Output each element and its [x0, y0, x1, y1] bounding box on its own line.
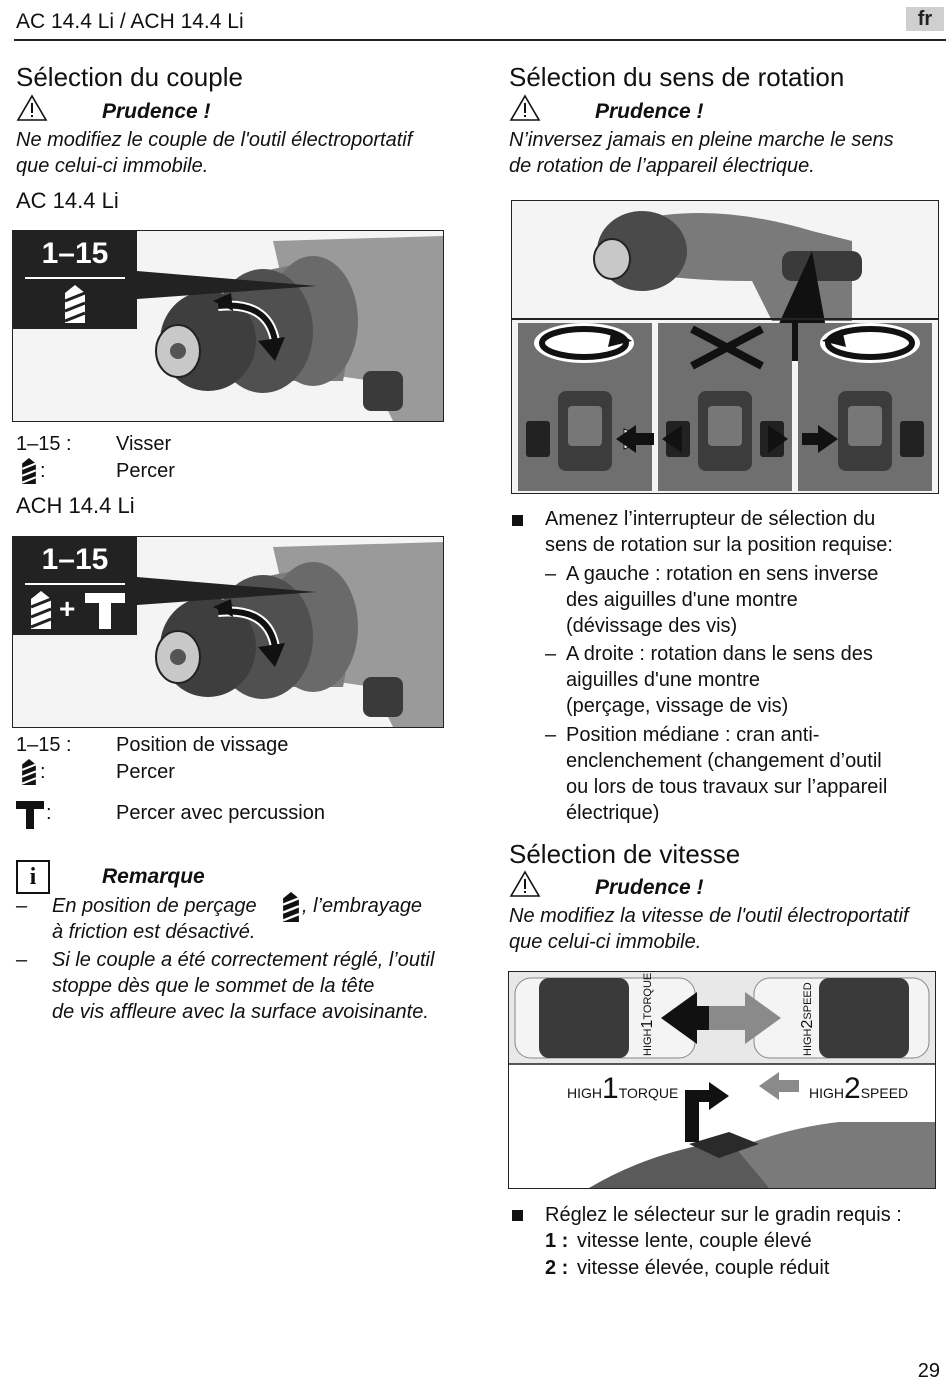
legend-ac-value-2: Percer — [116, 460, 175, 482]
rotation-warning-text-1: N’inversez jamais en pleine marche le se… — [509, 129, 894, 151]
sub-item-middle-3: ou lors de tous travaux sur l’appareil — [566, 776, 888, 798]
torque-range-label: 1–15 — [41, 543, 109, 576]
rotation-warning-text-2: de rotation de l’appareil électrique. — [509, 155, 815, 177]
note-2-line-2: stoppe dès que le sommet de la tête — [52, 975, 375, 997]
torque-range-label: 1–15 — [41, 237, 109, 270]
note-2-line-3: de vis affleure avec la surface avoisina… — [52, 1001, 429, 1023]
drill-bit-icon — [22, 759, 36, 785]
model-ac-heading: AC 14.4 Li — [16, 188, 119, 213]
gear-list-num-2: 2 : — [545, 1257, 569, 1279]
torque-badge-ac: 1–15 — [13, 231, 137, 329]
torque-figure-ac: 1–15 — [12, 230, 444, 422]
legend-ach-key-2: : — [40, 761, 46, 783]
plus-icon: + — [59, 593, 76, 624]
note-label: Remarque — [102, 865, 205, 888]
sub-item-left-2: des aiguilles d'une montre — [566, 589, 798, 611]
legend-ac-value-1: Visser — [116, 433, 172, 455]
legend-ach-value-3: Percer avec percussion — [116, 802, 325, 824]
bullet-square — [512, 515, 523, 526]
header-divider — [14, 39, 946, 41]
rotation-panel-right — [798, 323, 932, 491]
speed-warning-label: Prudence ! — [595, 876, 704, 899]
speed-title: Sélection de vitesse — [509, 839, 741, 869]
gear-2-label: HIGH2SPEED — [809, 1072, 909, 1105]
rotation-switch-illustration — [512, 201, 938, 493]
sub-item-right-2: aiguilles d'une montre — [566, 669, 760, 691]
page-number: 29 — [917, 1360, 940, 1382]
sub-item-right-1: A droite : rotation dans le sens des — [566, 643, 873, 665]
header-title: AC 14.4 Li / ACH 14.4 Li — [16, 10, 244, 33]
rotation-bullet-line-1: Amenez l’interrupteur de sélection du — [545, 508, 876, 530]
speed-warning-text-1: Ne modifiez la vitesse de l'outil électr… — [509, 905, 909, 927]
note-dash-1: – — [16, 895, 28, 917]
rotation-panel-middle — [658, 323, 792, 491]
gear-list-num-1: 1 : — [545, 1230, 569, 1252]
sub-item-left-1: A gauche : rotation en sens inverse — [566, 563, 879, 585]
hammer-icon — [16, 801, 44, 829]
warning-triangle-icon — [509, 870, 541, 897]
torque-warning-label: Prudence ! — [102, 100, 211, 123]
gear-2-switch-label: HIGH2SPEED — [799, 982, 816, 1056]
rotation-title: Sélection du sens de rotation — [509, 62, 845, 92]
torque-figure-ach: 1–15 + — [12, 536, 444, 728]
note-1-line-1b: , l’embrayage — [302, 895, 423, 917]
speed-bullet-text: Réglez le sélecteur sur le gradin requis… — [545, 1204, 902, 1226]
sub-dash-2: – — [545, 643, 557, 665]
sub-item-middle-4: électrique) — [566, 802, 660, 824]
torque-warning-text-2: que celui-ci immobile. — [16, 155, 209, 177]
sub-dash-3: – — [545, 724, 557, 746]
warning-triangle-icon — [16, 94, 48, 121]
rotation-panel-left — [518, 323, 652, 491]
note-1-line-2: à friction est désactivé. — [52, 921, 256, 943]
rotation-warning-label: Prudence ! — [595, 100, 704, 123]
sub-dash-1: – — [545, 563, 557, 585]
rotation-figure — [511, 200, 939, 494]
legend-ach-key-3: : — [46, 802, 52, 824]
torque-warning-text-1: Ne modifiez le couple de l'outil électro… — [16, 129, 413, 151]
gear-1-label: HIGH1TORQUE — [567, 1072, 679, 1105]
note-2-line-1: Si le couple a été correctement réglé, l… — [52, 949, 435, 971]
info-icon: i — [16, 860, 50, 894]
legend-ach-value-2: Percer — [116, 761, 175, 783]
legend-ach-value-1: Position de vissage — [116, 734, 289, 756]
legend-ac-key-1: 1–15 : — [16, 433, 72, 455]
speed-warning-text-2: que celui-ci immobile. — [509, 931, 702, 953]
torque-badge-ach: 1–15 + — [13, 537, 137, 635]
note-dash-2: – — [16, 949, 28, 971]
warning-triangle-icon — [509, 94, 541, 121]
rotation-bullet-line-2: sens de rotation sur la position requise… — [545, 534, 893, 556]
bullet-square — [512, 1210, 523, 1221]
drill-bit-icon — [283, 892, 299, 922]
legend-ach-key-1: 1–15 : — [16, 734, 72, 756]
note-1-line-1a: En position de perçage — [52, 895, 257, 917]
drill-bit-icon — [65, 285, 85, 323]
gear-list-text-1: vitesse lente, couple élevé — [577, 1230, 812, 1252]
gear-1-switch-label: HIGH1TORQUE — [639, 972, 656, 1056]
sub-item-middle-2: enclenchement (changement d’outil — [566, 750, 882, 772]
gear-list-text-2: vitesse élevée, couple réduit — [577, 1257, 830, 1279]
speed-figure: HIGH1TORQUE HIGH2SPEED HIGH1TORQUE HIGH2… — [508, 971, 936, 1189]
gear-switch-illustration — [509, 972, 935, 1188]
drill-bit-icon — [31, 591, 51, 629]
model-ach-heading: ACH 14.4 Li — [16, 493, 135, 518]
hammer-icon — [85, 593, 125, 629]
sub-item-middle-1: Position médiane : cran anti- — [566, 724, 820, 746]
drill-torque-illustration — [13, 231, 443, 421]
language-badge: fr — [906, 7, 944, 31]
sub-item-right-3: (perçage, vissage de vis) — [566, 695, 789, 717]
sub-item-left-3: (dévissage des vis) — [566, 615, 738, 637]
legend-ac-key-2: : — [40, 460, 46, 482]
drill-bit-icon — [22, 458, 36, 484]
torque-title: Sélection du couple — [16, 62, 243, 92]
